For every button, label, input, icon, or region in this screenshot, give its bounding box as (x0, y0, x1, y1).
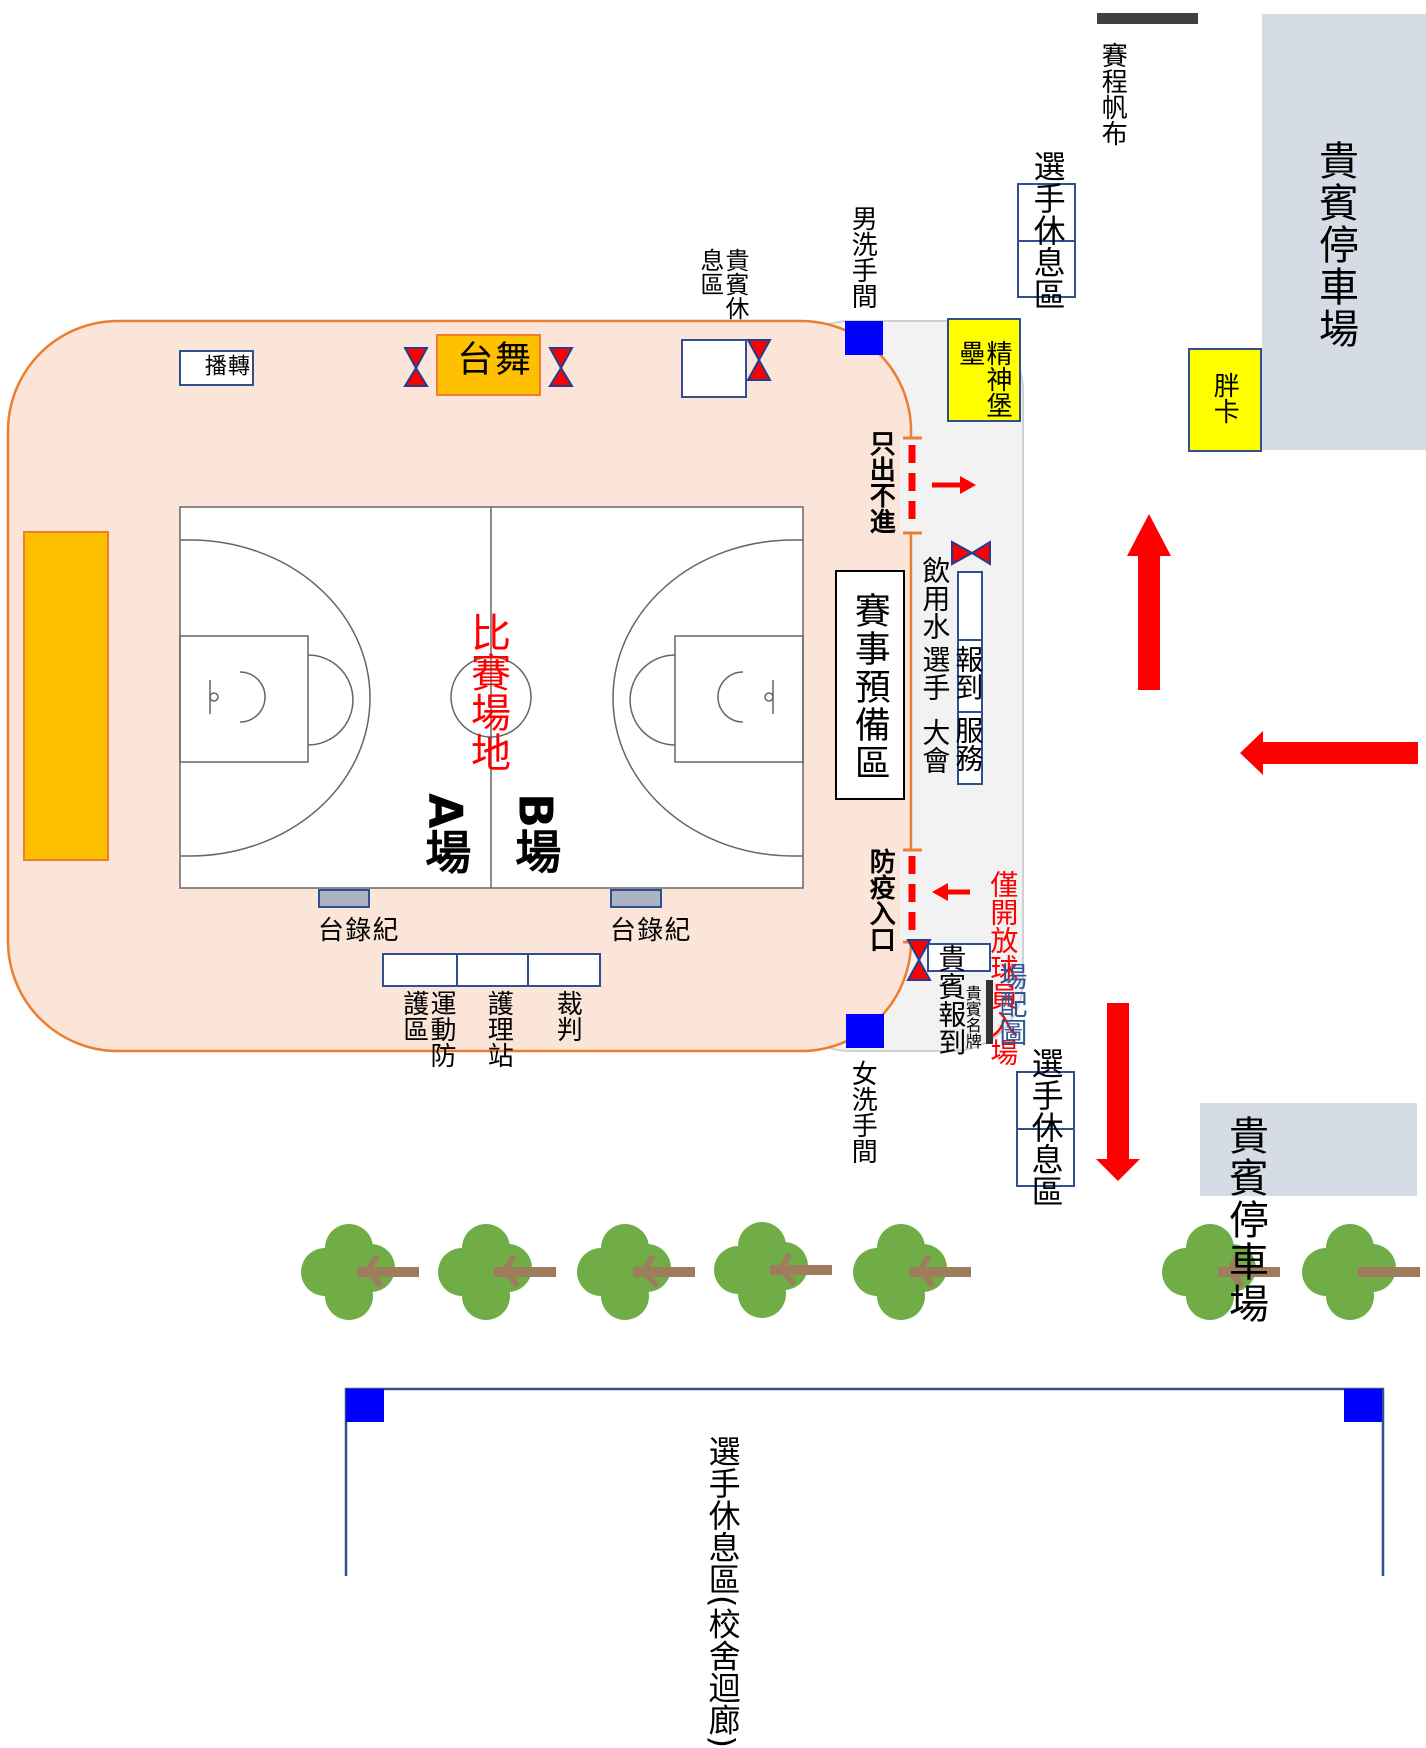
score-table-a-label: 紀錄台 (313, 916, 398, 942)
tree-icon (577, 1224, 695, 1320)
womens-restroom-icon (846, 1014, 884, 1048)
score-table-b-label: 紀錄台 (605, 916, 690, 942)
corridor-restroom-icon (346, 1389, 384, 1422)
vip-lounge-label: 貴賓休息區 (695, 248, 749, 320)
spirit-fort-label: 精神堡壘 (954, 340, 1012, 418)
service-label-2: 服務 (951, 716, 985, 772)
exit-only-label: 只出不進 (865, 430, 896, 534)
yellow-block (23, 531, 109, 861)
vip-parking-top-area (1262, 14, 1426, 450)
sports-protection-label: 運動防護區 (398, 990, 456, 1068)
sports-protection-box (382, 953, 458, 987)
tree-icon (714, 1222, 832, 1318)
corridor-rest-area (344, 1387, 1385, 1576)
banner-label: 賽程帆布 (1097, 42, 1128, 146)
player-rest-bottom-label: 選手休息區 (1026, 1047, 1065, 1207)
banner-bar (1097, 13, 1198, 24)
tree-icon (438, 1224, 556, 1320)
corridor-restroom-icon (1344, 1389, 1382, 1422)
court-b-label: B場 (508, 793, 563, 875)
vip-parking-bottom-area (1200, 1103, 1417, 1196)
vip-checkin-label: 貴賓報到 (934, 944, 968, 1056)
score-table-a (318, 889, 370, 908)
court-a-label: A場 (418, 793, 473, 875)
prep-area-box (835, 570, 905, 800)
vip-parking-top-label: 貴賓停車場 (1312, 140, 1358, 350)
nursing-station-label: 護理站 (483, 990, 514, 1068)
player-rest-corridor-label: 選手休息區(校舍迴廊) (703, 1435, 742, 1748)
court-title: 比賽場地 (464, 612, 510, 772)
entry-arrow-icon (932, 883, 970, 901)
tree-icon (1302, 1224, 1420, 1320)
badge-bar (986, 980, 993, 1044)
flow-arrow-down-icon (1096, 1003, 1140, 1181)
spirit-fort-box (947, 318, 1021, 422)
stage-label: 舞台 (451, 340, 530, 386)
referee-box (527, 953, 601, 987)
flow-arrow-left-icon (1240, 731, 1418, 775)
womens-restroom-label: 女洗手間 (847, 1060, 878, 1164)
flow-arrow-up-icon (1127, 514, 1171, 690)
drinking-water-box (957, 571, 983, 785)
stanchion-icon (548, 347, 574, 387)
tree-icon (853, 1224, 971, 1320)
site-map-canvas (6, 13, 1426, 1576)
mens-restroom-icon (845, 321, 883, 355)
stanchion-icon (906, 939, 932, 981)
stanchion-icon (951, 540, 991, 566)
pangka-box (1188, 348, 1262, 452)
stanchion-icon (746, 339, 772, 381)
tree-icon (1162, 1224, 1280, 1320)
referee-label: 裁判 (552, 990, 583, 1042)
vip-lounge-box (681, 339, 747, 398)
vip-checkin-box (927, 943, 991, 972)
stanchion-icon (403, 347, 429, 387)
player-checkin-label-1: 選手 (918, 645, 952, 701)
nursing-station-box (456, 953, 529, 987)
mens-restroom-label: 男洗手間 (847, 205, 878, 309)
pangka-label: 胖卡 (1209, 372, 1240, 424)
vip-parking-bottom-label: 貴賓停車場 (1222, 1115, 1268, 1325)
service-label-1: 大會 (918, 718, 952, 774)
player-rest-top-label: 選手休息區 (1028, 150, 1067, 310)
tree-icon (301, 1224, 419, 1320)
broadcast-label: 轉播 (200, 354, 249, 376)
stage-box (436, 334, 541, 396)
vip-badge-label: 貴賓名牌 (962, 985, 982, 1049)
basketball-court (179, 506, 804, 889)
exit-arrow-icon (932, 476, 976, 494)
player-checkin-label-2: 報到 (951, 645, 985, 701)
broadcast-box (179, 350, 254, 386)
epidemic-entrance-label: 防疫入口 (865, 848, 896, 952)
players-only-entry-label: 僅開放球員入場 (986, 870, 1020, 1066)
score-table-b (610, 889, 662, 908)
site-map-label: 場配圖 (995, 962, 1029, 1046)
prep-area-label: 賽事預備區 (848, 592, 890, 782)
drinking-water-label: 飲用水 (918, 556, 952, 640)
